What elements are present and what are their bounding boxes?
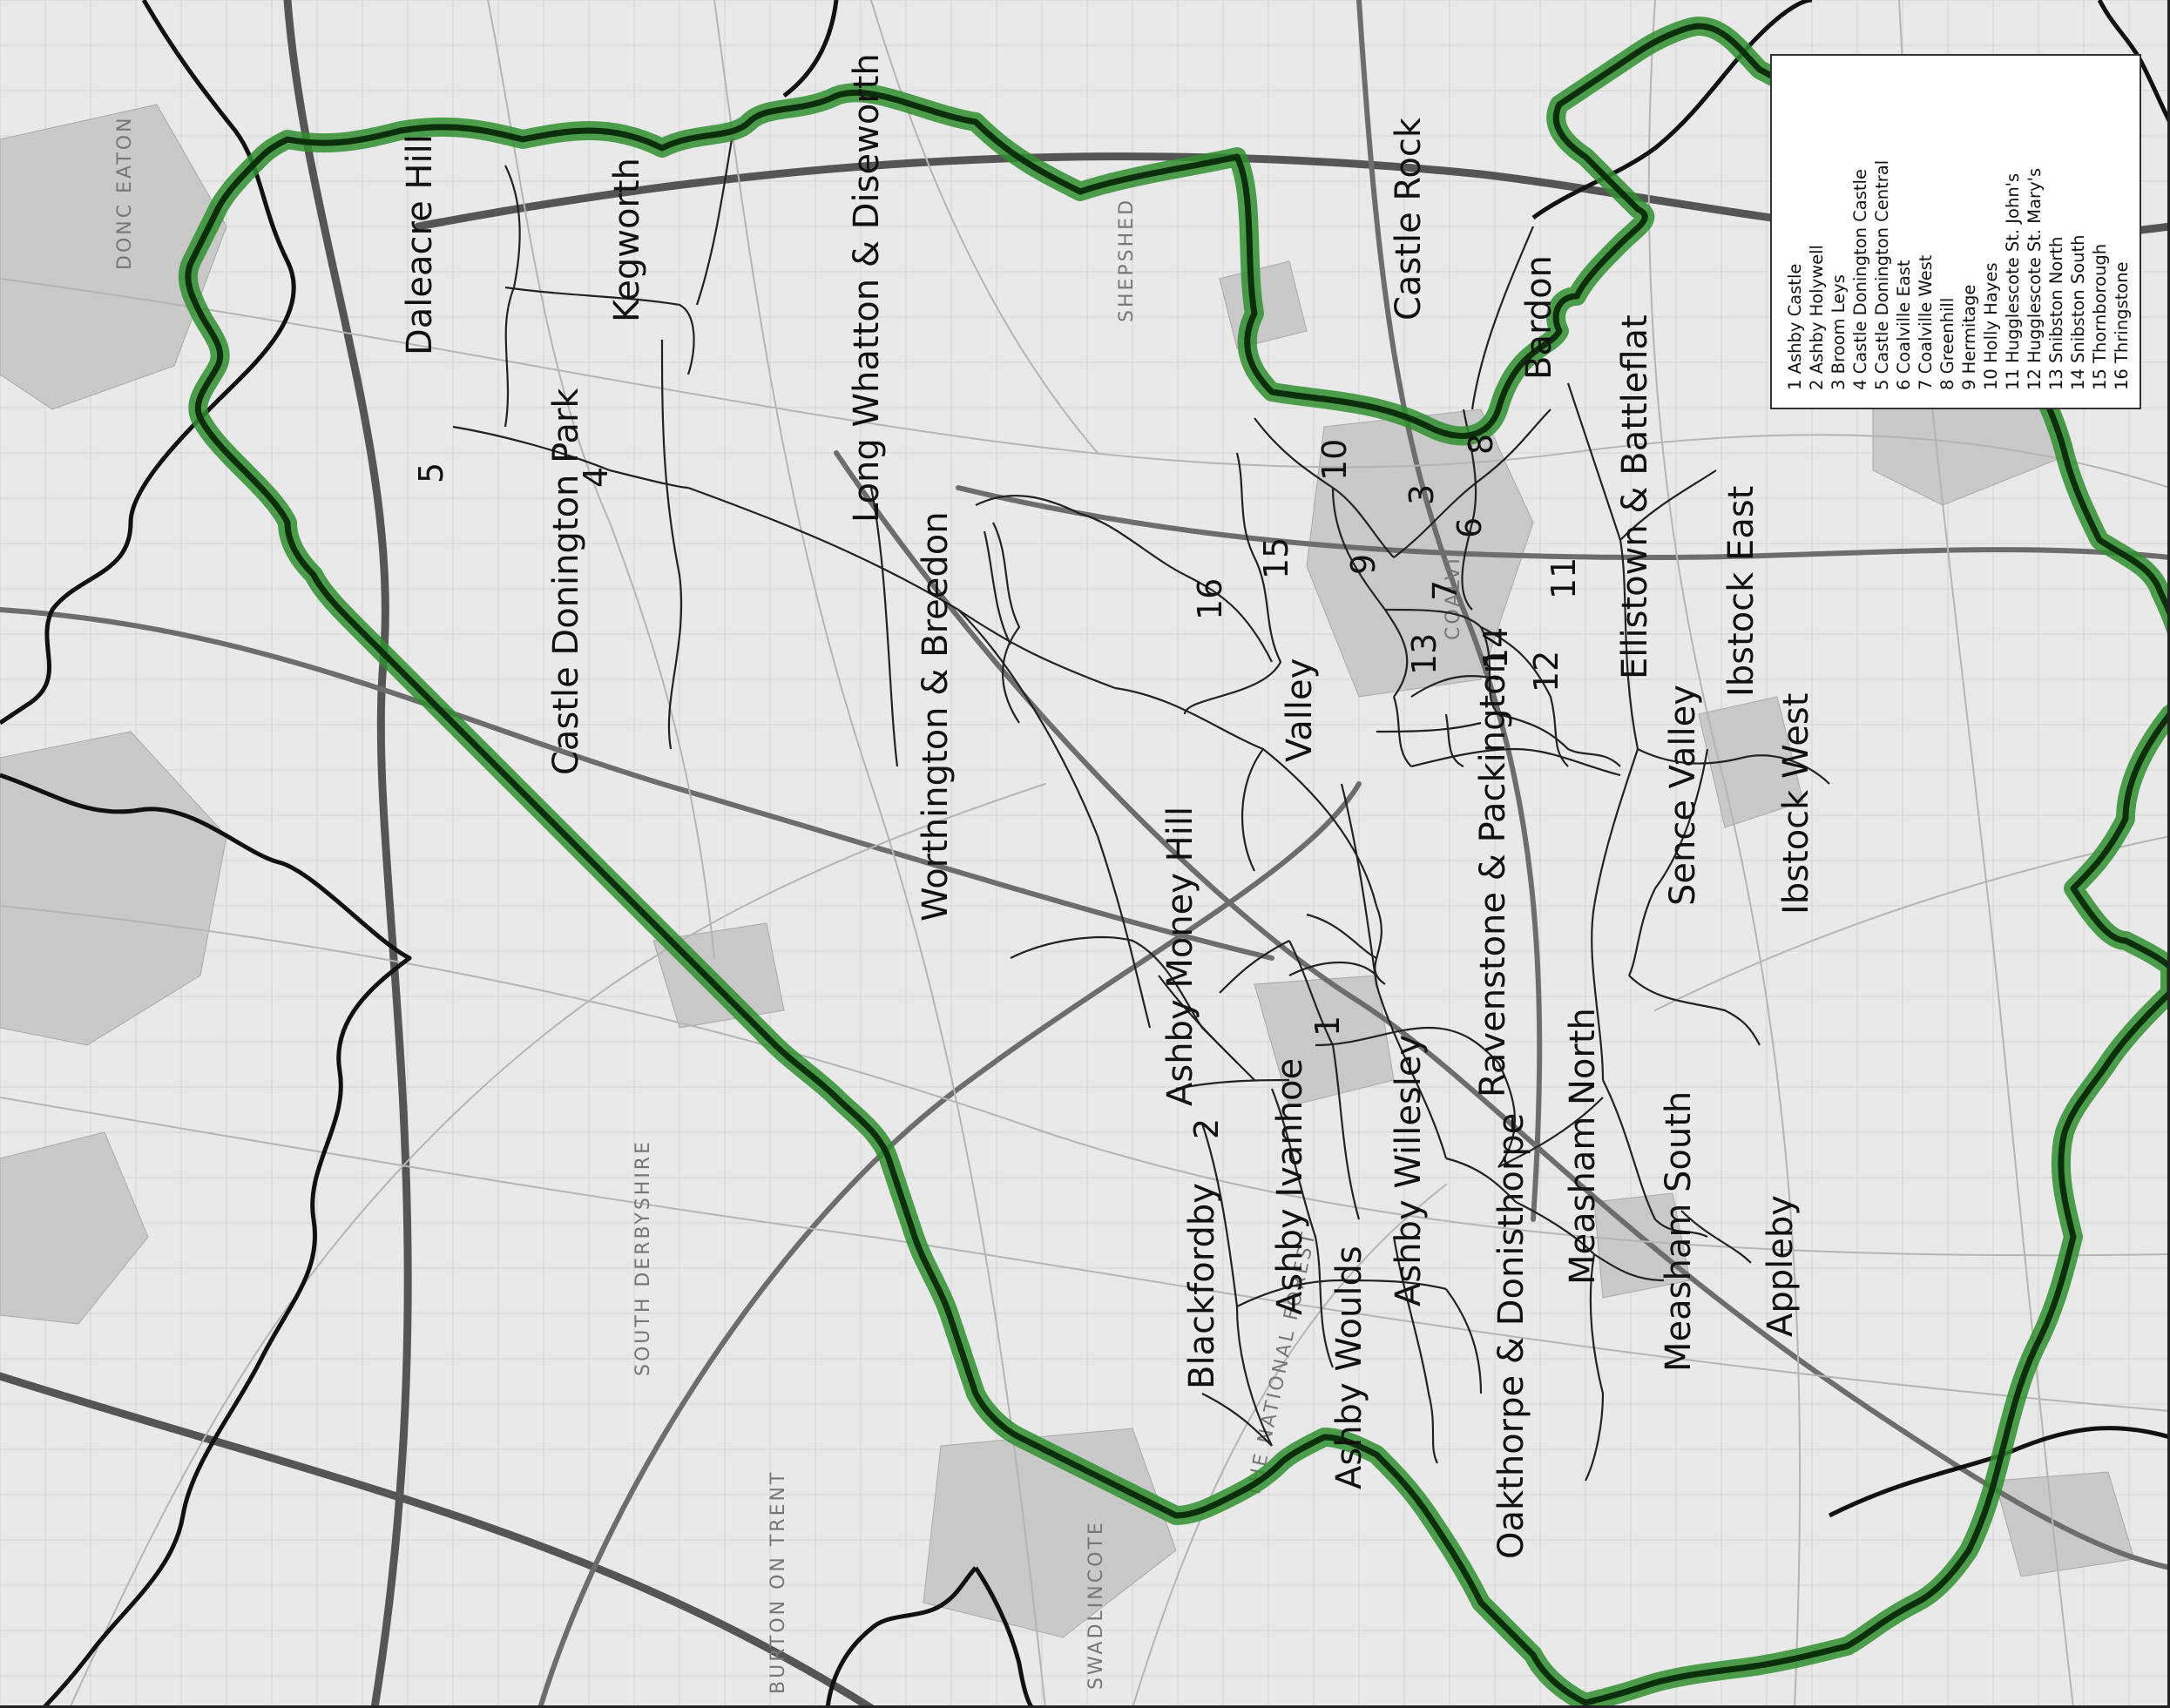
ward-label-kegworth: Kegworth [607, 158, 647, 322]
place-name-text: SHEPSHED [1116, 198, 1138, 322]
ward-label-ashby-willesley: Ashby Willesley [1389, 1035, 1429, 1306]
ward-label-ravenstone-packington: Ravenstone & Packington [1473, 651, 1513, 1097]
legend-item: 13 Snibston North [2046, 236, 2066, 390]
ward-label-castle-rock: Castle Rock [1389, 117, 1429, 321]
legend-item: 10 Holly Hayes [1981, 262, 2001, 391]
ward-label-castle-donington-park: Castle Donington Park [546, 388, 586, 775]
ward-number-1: 1 [1308, 1016, 1347, 1036]
legend-item: 12 Hugglescote St. Mary's [2025, 167, 2045, 390]
ward-label-valley: Valley [1280, 658, 1320, 762]
place-name-text: SWADLINCOTE [1085, 1520, 1107, 1690]
ward-label-blackfordby: Blackfordby [1182, 1183, 1222, 1389]
ward-number-8: 8 [1462, 434, 1500, 455]
ward-number-3: 3 [1403, 484, 1441, 505]
place-name-text: BURTON ON TRENT [767, 1470, 789, 1694]
legend-item: 16 Thringstone [2112, 261, 2132, 390]
legend-item: 5 Castle Donington Central [1872, 159, 1892, 390]
ward-number-6: 6 [1450, 517, 1489, 538]
ward-number-labels: 1 2 3 4 5 6 7 8 9 10 11 12 13 14 15 16 [412, 434, 1583, 1139]
legend-item: 2 Ashby Holywell [1807, 245, 1827, 390]
legend-list-wrapper: 1 Ashby Castle 2 Ashby Holywell 3 Broom … [1784, 59, 2133, 390]
ward-label-measham-south: Measham South [1659, 1091, 1699, 1372]
place-name-text: DONC EATON [114, 115, 136, 270]
legend-item: 8 Greenhill [1937, 297, 1957, 390]
ward-number-11: 11 [1545, 557, 1583, 599]
ward-number-12: 12 [1527, 651, 1565, 692]
ward-number-16: 16 [1191, 578, 1229, 620]
ward-number-2: 2 [1187, 1118, 1226, 1139]
place-name-text: COALVI [1443, 556, 1464, 640]
legend-item: 15 Thornborough [2090, 243, 2110, 390]
ward-number-5: 5 [412, 462, 450, 483]
ward-label-sence-valley: Sence Valley [1663, 685, 1703, 906]
legend-item: 14 Snibston South [2068, 234, 2088, 390]
legend-item: 9 Hermitage [1959, 284, 1979, 390]
legend-list: 1 Ashby Castle 2 Ashby Holywell 3 Broom … [1784, 59, 2133, 390]
ward-label-long-whatton: Long Whatton & Diseworth [847, 53, 887, 523]
ward-label-worthington-breedon: Worthington & Breedon [916, 511, 956, 922]
place-name-text: SOUTH DERBYSHIRE [632, 1139, 654, 1376]
district-boundary [178, 17, 2170, 1708]
ward-label-ellistown: Ellistown & Battleflat [1615, 314, 1655, 679]
ward-label-appleby: Appleby [1761, 1195, 1801, 1337]
ward-label-ibstock-east: Ibstock East [1721, 486, 1761, 697]
ward-number-14: 14 [1477, 627, 1515, 669]
legend-item: 6 Coalville East [1894, 260, 1914, 390]
ward-label-oakthorpe: Oakthorpe & Donisthorpe [1491, 1113, 1531, 1559]
ward-label-measham-north: Measham North [1563, 1008, 1603, 1285]
ward-number-13: 13 [1405, 633, 1443, 675]
ward-key-legend: 1 Ashby Castle 2 Ashby Holywell 3 Broom … [1770, 54, 2141, 409]
legend-item: 7 Coalville West [1916, 254, 1936, 390]
ward-name-labels: Daleacre Hill Kegworth Long Whatton & Di… [400, 53, 1816, 1559]
ward-number-10: 10 [1315, 439, 1354, 481]
ward-number-15: 15 [1257, 537, 1295, 579]
legend-item: 1 Ashby Castle [1785, 263, 1805, 390]
ward-number-4: 4 [577, 467, 615, 488]
ward-label-ashby-money-hill: Ashby Money Hill [1160, 807, 1200, 1106]
ward-label-daleacre-hill: Daleacre Hill [400, 134, 440, 355]
ward-label-ashby-ivanhoe: Ashby Ivanhoe [1270, 1058, 1310, 1315]
ward-label-ibstock-west: Ibstock West [1776, 693, 1816, 915]
ward-number-7: 7 [1426, 580, 1464, 601]
legend-item: 11 Hugglescote St. John's [2003, 172, 2023, 390]
ward-label-ashby-woulds: Ashby Woulds [1329, 1246, 1369, 1489]
ward-number-9: 9 [1344, 554, 1382, 575]
ward-boundaries [452, 138, 1830, 1482]
ward-label-bardon: Bardon [1519, 255, 1559, 380]
legend-item: 3 Broom Leys [1829, 274, 1849, 390]
legend-item: 4 Castle Donington Castle [1850, 169, 1870, 390]
